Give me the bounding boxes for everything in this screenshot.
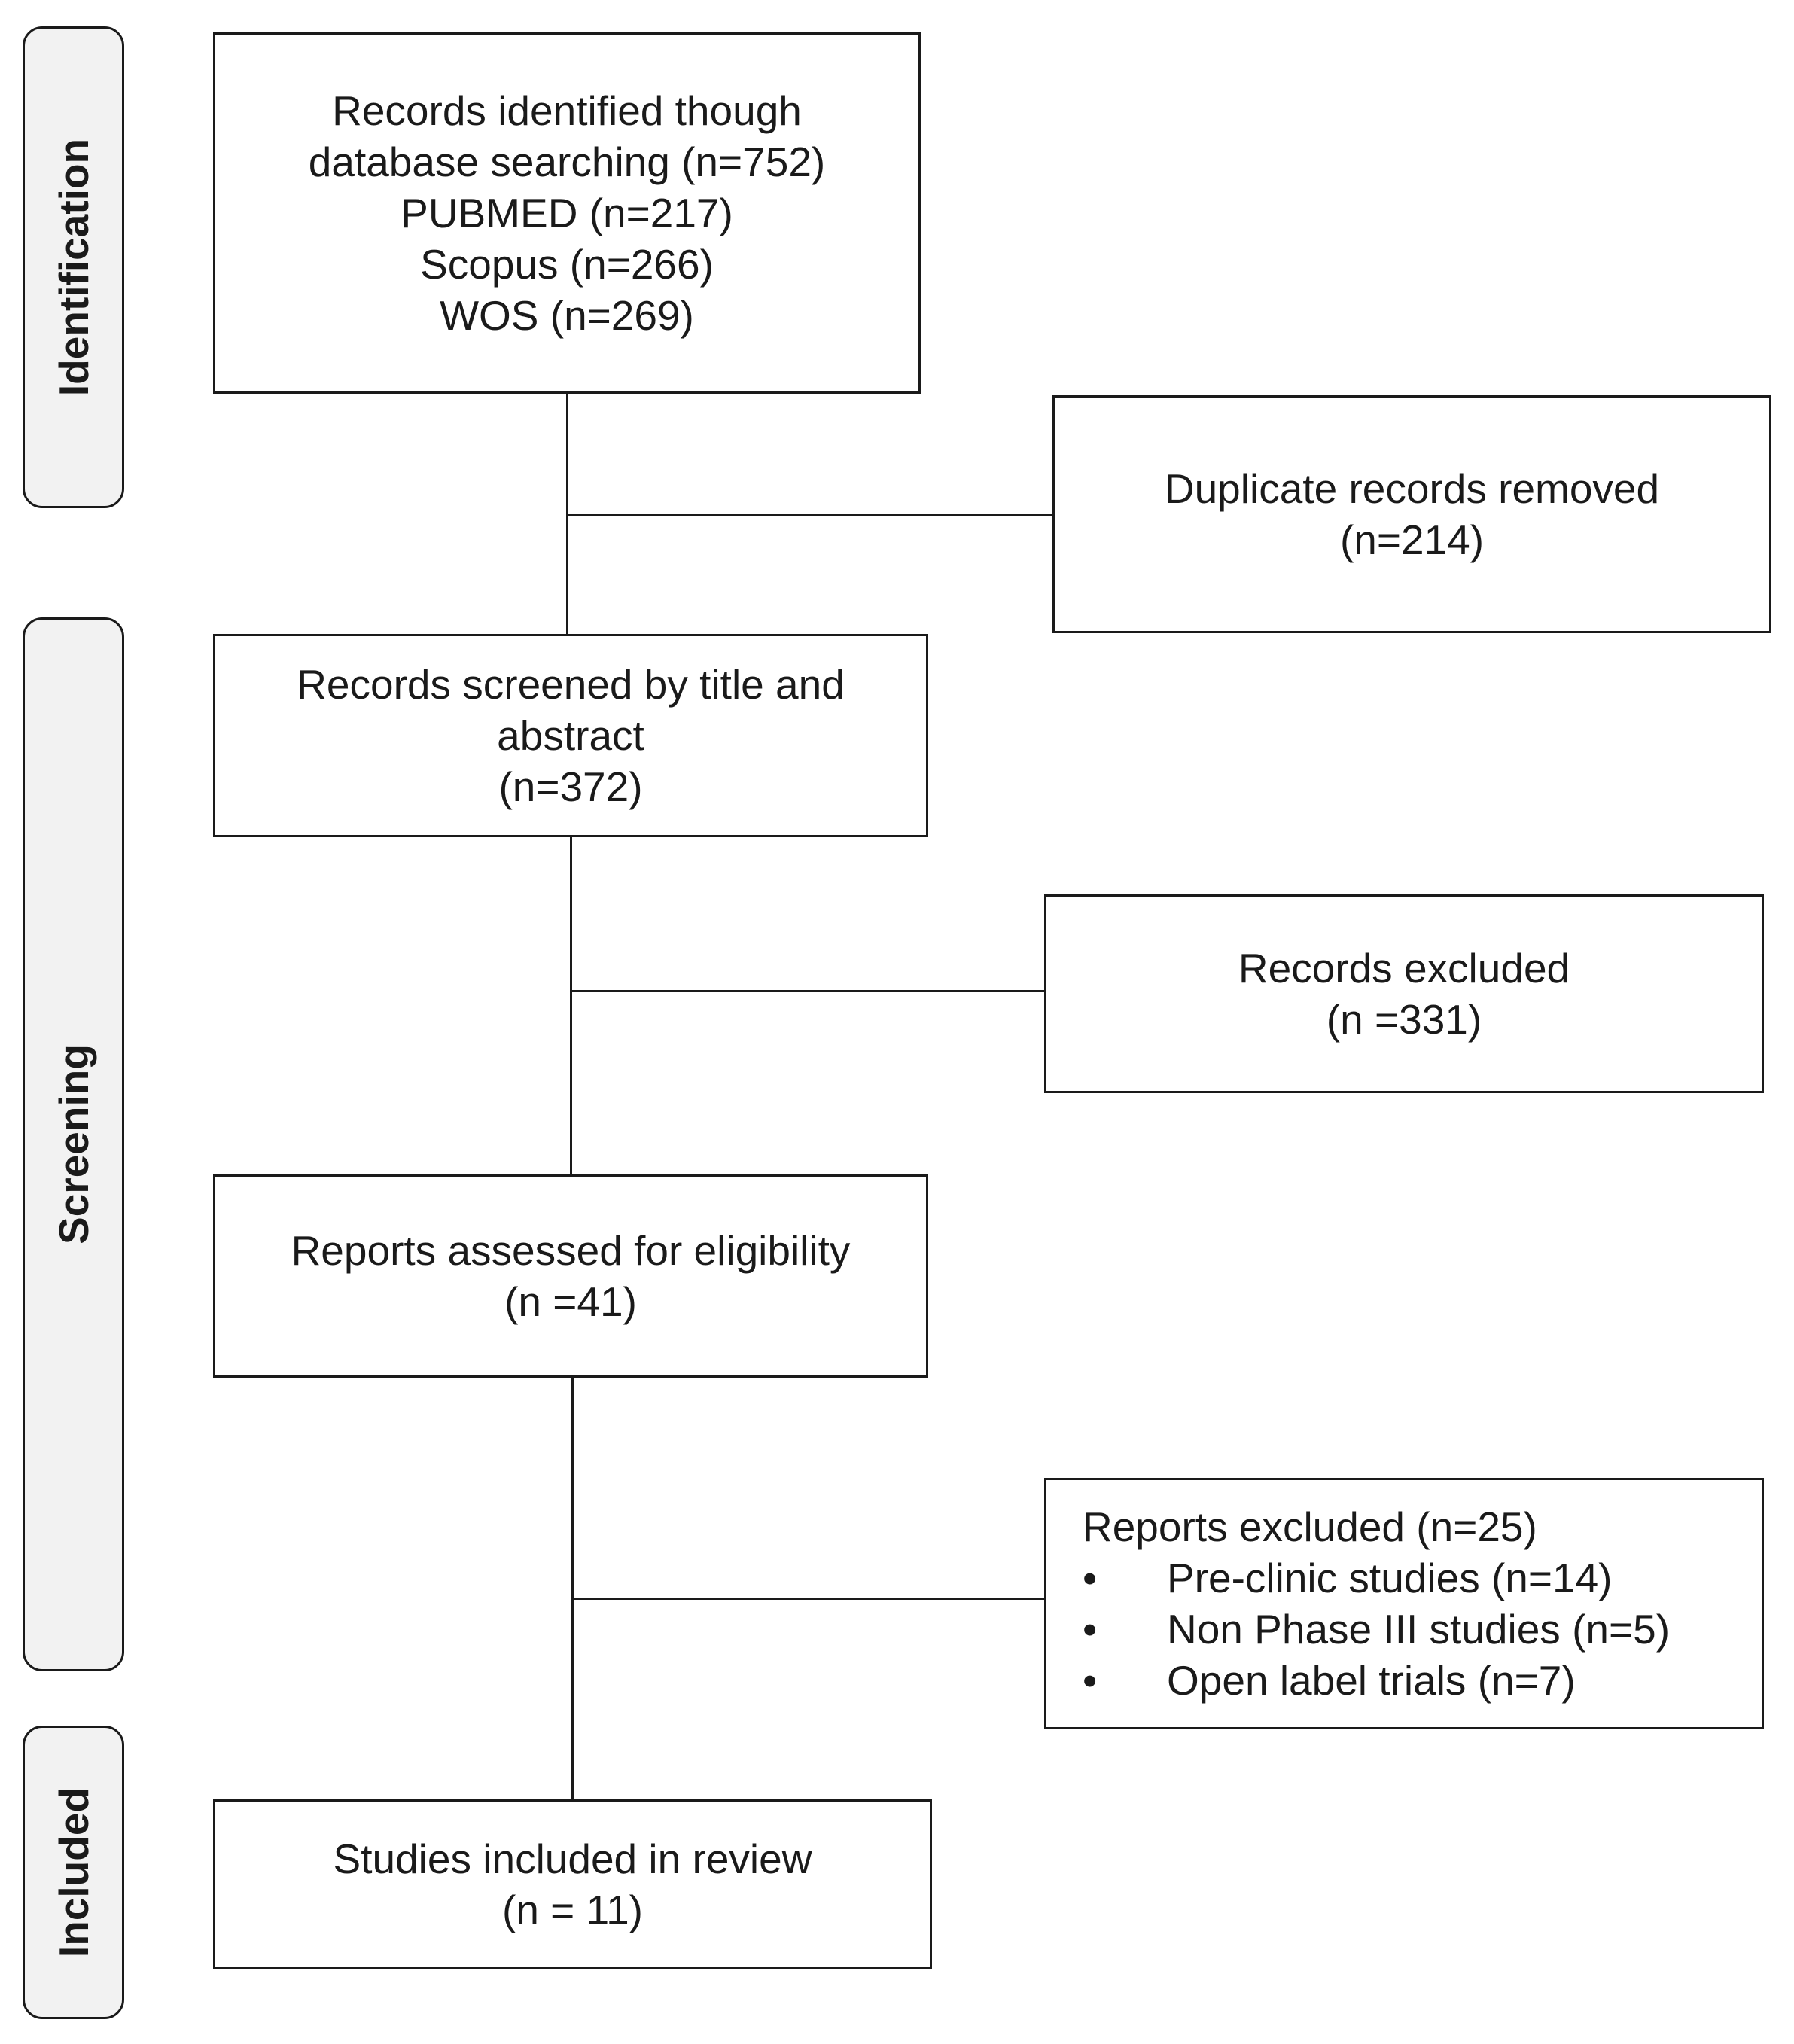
records-identified-line: Scopus (n=266) — [420, 241, 714, 288]
records-excluded-line: (n =331) — [1326, 996, 1482, 1043]
phase-included-label: Included — [50, 1787, 97, 1958]
reports-excluded-item: • Pre-clinic studies (n=14) — [1083, 1552, 1613, 1604]
duplicates-removed-line: Duplicate records removed — [1164, 465, 1660, 512]
phase-identification: Identification — [23, 26, 124, 508]
records-screened-box: Records screened by title and abstract (… — [213, 634, 928, 837]
reports-assessed-line: (n =41) — [504, 1278, 637, 1325]
records-screened-line: (n=372) — [498, 763, 643, 810]
connector-main-2 — [570, 836, 572, 1176]
bullet-icon: • — [1083, 1555, 1098, 1601]
connector-main-3 — [571, 1377, 574, 1801]
connector-records-excluded — [570, 990, 1046, 992]
records-identified-box: Records identified though database searc… — [213, 32, 921, 394]
phase-included: Included — [23, 1726, 124, 2019]
reports-excluded-item-text: Non Phase III studies (n=5) — [1167, 1606, 1671, 1653]
studies-included-line: (n = 11) — [502, 1887, 643, 1933]
reports-excluded-box: Reports excluded (n=25) • Pre-clinic stu… — [1044, 1478, 1764, 1729]
records-identified-line: database searching (n=752) — [308, 139, 826, 185]
duplicates-removed-line: (n=214) — [1339, 516, 1485, 563]
studies-included-line: Studies included in review — [333, 1835, 812, 1882]
records-screened-line: Records screened by title and — [297, 661, 845, 708]
phase-identification-label: Identification — [50, 138, 97, 397]
records-excluded-box: Records excluded (n =331) — [1044, 894, 1764, 1093]
records-identified-line: WOS (n=269) — [440, 292, 694, 339]
records-identified-line: PUBMED (n=217) — [401, 190, 733, 236]
reports-assessed-line: Reports assessed for eligibility — [291, 1227, 851, 1274]
reports-excluded-item-text: Open label trials (n=7) — [1167, 1657, 1576, 1704]
phase-screening: Screening — [23, 617, 124, 1671]
bullet-icon: • — [1083, 1657, 1098, 1704]
connector-reports-excluded — [571, 1598, 1046, 1600]
reports-excluded-heading: Reports excluded (n=25) — [1083, 1503, 1537, 1550]
reports-excluded-item: • Open label trials (n=7) — [1083, 1655, 1576, 1706]
records-identified-line: Records identified though — [332, 87, 802, 134]
duplicates-removed-box: Duplicate records removed (n=214) — [1052, 395, 1771, 633]
records-screened-line: abstract — [497, 712, 644, 759]
connector-duplicates — [566, 514, 1054, 516]
reports-excluded-item-text: Pre-clinic studies (n=14) — [1167, 1555, 1613, 1601]
phase-screening-label: Screening — [50, 1044, 97, 1244]
records-excluded-line: Records excluded — [1238, 945, 1570, 992]
studies-included-box: Studies included in review (n = 11) — [213, 1799, 932, 1969]
reports-assessed-box: Reports assessed for eligibility (n =41) — [213, 1174, 928, 1378]
reports-excluded-item: • Non Phase III studies (n=5) — [1083, 1604, 1670, 1655]
bullet-icon: • — [1083, 1606, 1098, 1653]
